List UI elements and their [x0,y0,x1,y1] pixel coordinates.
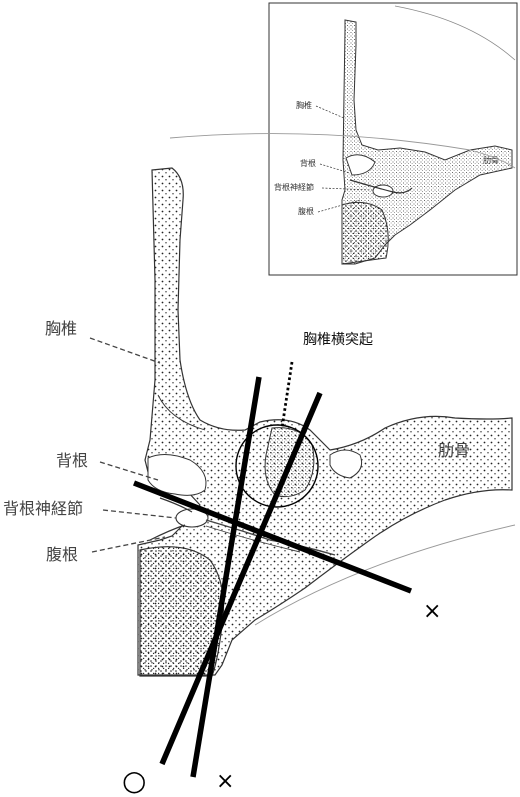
dorsal-root-nerve [159,497,193,513]
skin-curve-top [169,133,516,169]
label-dorsal-root: 背根 [56,451,88,470]
inset-label-rib: 肋骨 [483,155,499,165]
trajectory-line-wrong-flat [133,480,412,594]
inset-label-ganglion: 背根神経節 [274,182,314,192]
inset-leader-ventral-root [317,199,361,213]
leader-vertebra [89,337,161,364]
transverse-process-guide [280,361,294,429]
mark-wrong-1: × [216,769,234,794]
inset-label-vertebra: 胸椎 [296,100,312,110]
ventral-root-nerve [149,524,186,541]
label-rib: 肋骨 [438,441,470,460]
mark-wrong-2: × [423,599,441,624]
inset-leader-vertebra [315,105,345,119]
trajectory-line-wrong-steep [190,376,262,778]
mark-correct: ○ [122,764,146,797]
rib-head [329,449,363,479]
inset-label-dorsal-root: 背根 [300,158,316,168]
label-transverse-process: 胸椎横突起 [303,332,373,348]
transverse-process-circle [235,424,319,508]
trajectory-line-correct [159,391,323,766]
inset-canal [345,154,376,176]
inset-figure: 胸椎 背根 背根神経節 腹根 肋骨 [268,2,518,276]
leader-ganglion [102,509,177,519]
lamina-line [157,394,206,431]
main-figure: 胸椎 背根 背根神経節 腹根 肋骨 胸椎横突起 ○ × × [3,133,516,797]
leader-dorsal-root [99,461,159,481]
label-vertebra: 胸椎 [45,319,77,338]
inset-nerve [349,179,413,194]
spinal-nerve [205,519,336,556]
inset-leader-dorsal-root [319,163,351,174]
label-ganglion: 背根神経節 [3,499,83,518]
inset-skin-curve [394,5,516,61]
inset-leader-ganglion [321,187,373,191]
leader-ventral-root [91,536,166,553]
inset-body-outline [341,201,389,265]
label-ventral-root: 腹根 [46,545,78,564]
spinal-nerve-2 [205,525,301,553]
inset-label-ventral-root: 腹根 [298,206,314,216]
skin-curve-bottom [254,524,516,626]
